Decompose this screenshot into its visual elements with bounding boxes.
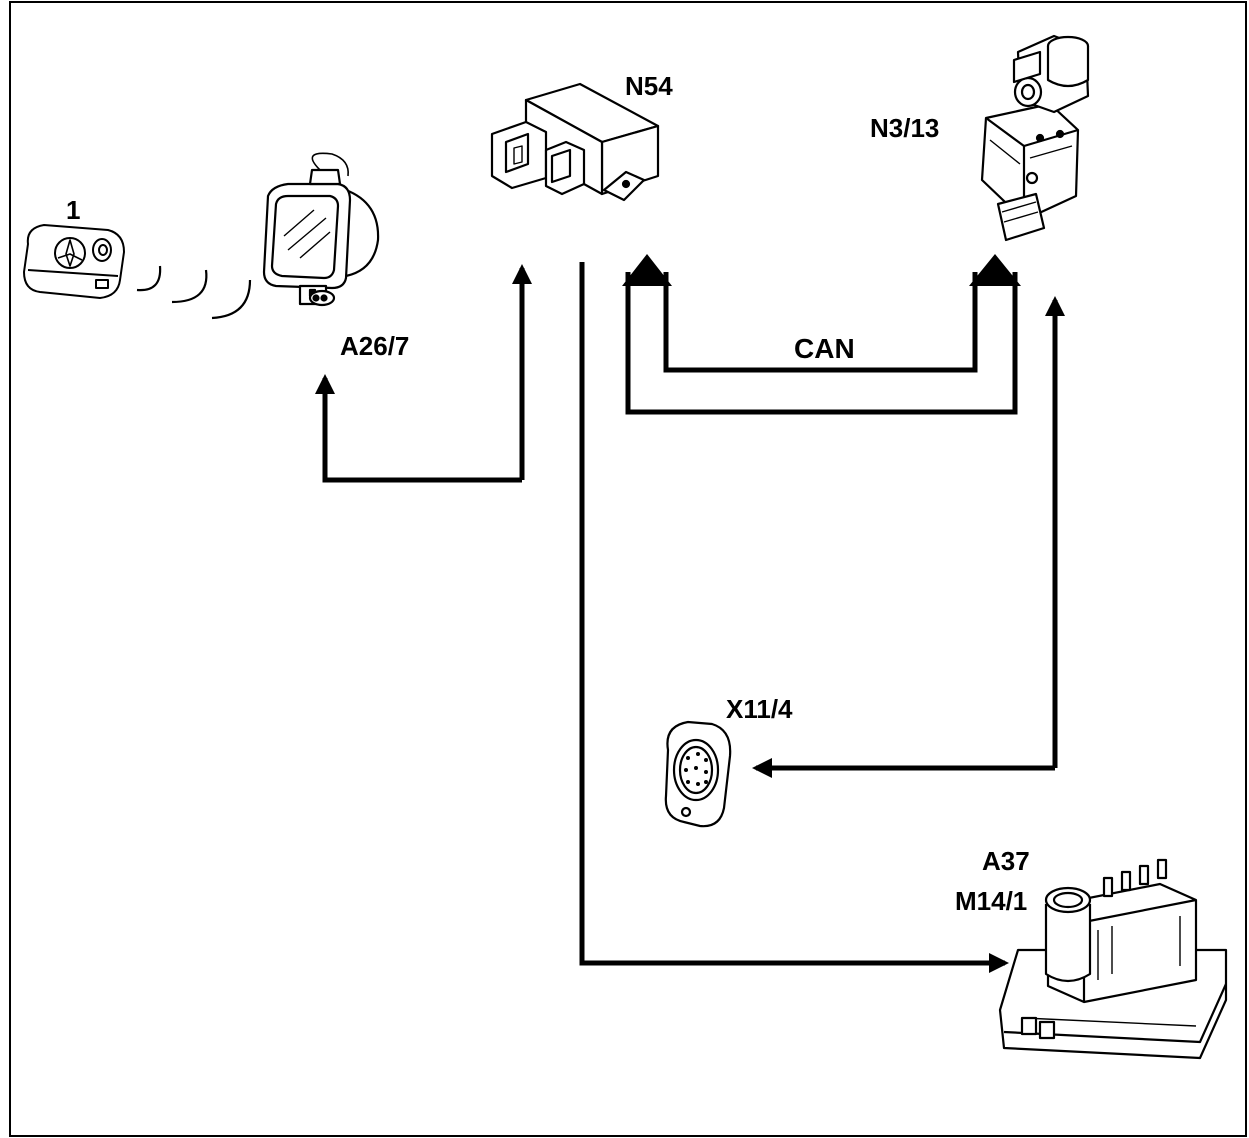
key-fob-icon bbox=[23, 224, 125, 299]
can-arrow-n54 bbox=[622, 254, 672, 286]
key-label: 1 bbox=[66, 195, 80, 225]
can-line-outer bbox=[625, 272, 1018, 415]
can-arrow-n3-13 bbox=[969, 254, 1021, 286]
ignition-module-icon bbox=[980, 34, 1090, 242]
control-module-icon bbox=[490, 82, 660, 202]
can-line-inner bbox=[663, 272, 978, 373]
ignition-module-label: N3/13 bbox=[870, 113, 939, 143]
pump-label-a37: A37 bbox=[982, 846, 1030, 876]
connector-label: X11/4 bbox=[726, 694, 793, 724]
diagnostic-connector-icon bbox=[664, 720, 732, 828]
signal-waves-icon bbox=[136, 265, 252, 320]
vacuum-pump-icon bbox=[998, 858, 1228, 1060]
signal-line-to-mirror bbox=[315, 374, 522, 483]
signal-line-to-pump bbox=[579, 262, 1009, 973]
diagram-frame bbox=[9, 1, 1247, 1137]
control-unit-label: N54 bbox=[625, 71, 673, 101]
pump-label-m14: M14/1 bbox=[955, 886, 1027, 916]
mirror-label: A26/7 bbox=[340, 331, 409, 361]
can-bus-label: CAN bbox=[794, 333, 855, 364]
mirror-icon bbox=[262, 152, 380, 307]
